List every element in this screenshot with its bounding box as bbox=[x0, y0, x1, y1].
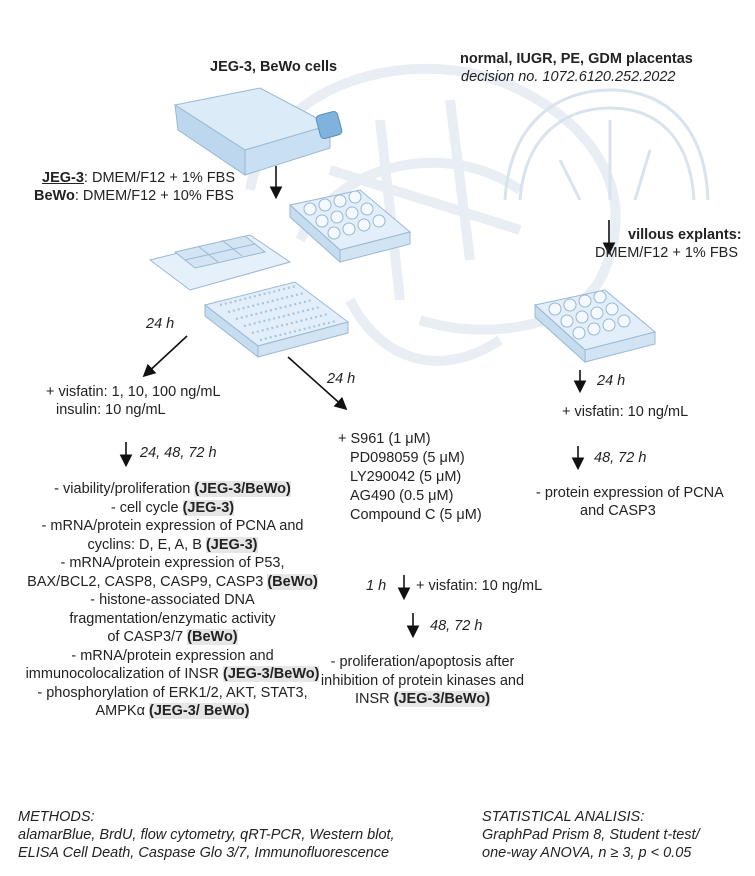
cell-line-tag: (BeWo) bbox=[267, 573, 318, 590]
assay-text: - histone-associated DNA bbox=[90, 592, 255, 608]
assay-line: AMPKα (JEG-3/ BeWo) bbox=[10, 702, 335, 721]
assay-line: cyclins: D, E, A, B (JEG-3) bbox=[10, 536, 335, 555]
assay-line: fragmentation/enzymatic activity bbox=[10, 610, 335, 629]
cells-title: JEG-3, BeWo cells bbox=[210, 59, 338, 75]
right-time-48-72: 48, 72 h bbox=[430, 618, 483, 634]
assay-text: BAX/BCL2, CASP8, CASP9, CASP3 bbox=[27, 573, 268, 590]
chamber-slide-illustration bbox=[148, 234, 292, 291]
arrow-to-right-branch bbox=[287, 356, 348, 411]
placentas-title: normal, IUGR, PE, GDM placentas bbox=[460, 51, 693, 67]
media-jeg3-name: JEG-3 bbox=[42, 170, 84, 186]
left-insulin: insulin: 10 ng/mL bbox=[56, 402, 166, 418]
assay-text: - viability/proliferation bbox=[54, 481, 195, 497]
assay-line: - mRNA/protein expression of P53, bbox=[10, 554, 335, 573]
right-result: - proliferation/apoptosis after inhibiti… bbox=[310, 653, 535, 709]
assay-line: - cell cycle (JEG-3) bbox=[10, 499, 335, 518]
inhibitor-item: LY290042 (5 μM) bbox=[350, 469, 462, 485]
cell-line-tag: (JEG-3) bbox=[205, 536, 258, 553]
well-plate-12-explants bbox=[533, 289, 657, 364]
inhibitor-list: + S961 (1 μM) PD098059 (5 μM) LY290042 (5 … bbox=[338, 430, 482, 525]
right-result-tag: (JEG-3/BeWo) bbox=[393, 691, 491, 707]
media-jeg3: JEG-3: DMEM/F12 + 1% FBS bbox=[42, 169, 235, 187]
cell-line-tag: (JEG-3) bbox=[182, 499, 235, 516]
right-result-line2: inhibition of protein kinases and bbox=[320, 672, 525, 689]
assay-text: AMPKα bbox=[95, 703, 150, 719]
assay-text: - mRNA/protein expression of P53, bbox=[60, 555, 285, 571]
assay-line: - phosphorylation of ERK1/2, AKT, STAT3, bbox=[10, 684, 335, 703]
inhibitor-item: + S961 (1 μM) bbox=[338, 431, 431, 447]
time-1h: 1 h bbox=[366, 578, 387, 594]
methods-line1: alamarBlue, BrdU, flow cytometry, qRT-PC… bbox=[18, 827, 395, 843]
media-bewo-rest: : DMEM/F12 + 10% FBS bbox=[74, 188, 234, 204]
arrow-to-left-branch bbox=[142, 335, 188, 378]
media-bewo: BeWo: DMEM/F12 + 10% FBS bbox=[34, 187, 234, 205]
stats-line1: GraphPad Prism 8, Student t-test/ bbox=[482, 827, 700, 843]
right-visfatin: + visfatin: 10 ng/mL bbox=[416, 578, 543, 594]
left-assay-list: - viability/proliferation (JEG-3/BeWo)- … bbox=[10, 480, 335, 721]
assay-text: of CASP3/7 bbox=[107, 629, 188, 645]
assay-line: - mRNA/protein expression and bbox=[10, 647, 335, 666]
assay-text: - phosphorylation of ERK1/2, AKT, STAT3, bbox=[37, 684, 308, 701]
methods-title: METHODS: bbox=[18, 809, 95, 825]
assay-text: - mRNA/protein expression and bbox=[71, 647, 274, 664]
explants-visfatin: + visfatin: 10 ng/mL bbox=[562, 404, 689, 420]
cell-line-tag: (JEG-3/ BeWo) bbox=[149, 703, 250, 719]
explants-title: villous explants: bbox=[628, 227, 742, 243]
cell-line-tag: (JEG-3/BeWo) bbox=[194, 481, 291, 497]
right-result-line1: - proliferation/apoptosis after bbox=[330, 654, 515, 670]
explants-result-2: and CASP3 bbox=[580, 503, 656, 519]
right-result-line3-text: INSR bbox=[354, 691, 394, 707]
inhibitor-item: AG490 (0.5 μM) bbox=[350, 488, 454, 504]
well-plate-96-illustration bbox=[203, 281, 350, 359]
assay-line: BAX/BCL2, CASP8, CASP9, CASP3 (BeWo) bbox=[10, 573, 335, 592]
stats-line2: one-way ANOVA, n ≥ 3, p < 0.05 bbox=[482, 845, 692, 861]
decision-number: decision no. 1072.6120.252.2022 bbox=[461, 69, 676, 85]
assay-line: of CASP3/7 (BeWo) bbox=[10, 628, 335, 647]
media-bewo-name: BeWo bbox=[34, 188, 75, 204]
left-visfatin: + visfatin: 1, 10, 100 ng/mL bbox=[46, 384, 221, 400]
well-plate-12-top bbox=[288, 189, 412, 264]
time-24h-left: 24 h bbox=[146, 316, 175, 332]
time-24h-right: 24 h bbox=[327, 371, 356, 387]
explants-result-1: - protein expression of PCNA bbox=[536, 485, 724, 501]
placenta-illustration bbox=[503, 88, 710, 201]
explants-time-24h: 24 h bbox=[597, 373, 626, 389]
inhibitor-item: PD098059 (5 μM) bbox=[350, 450, 465, 466]
cell-line-tag: (BeWo) bbox=[187, 629, 238, 645]
assay-text: immunocolocalization of INSR bbox=[25, 666, 224, 682]
explants-media: DMEM/F12 + 1% FBS bbox=[595, 245, 739, 261]
left-time: 24, 48, 72 h bbox=[140, 445, 217, 461]
assay-line: - viability/proliferation (JEG-3/BeWo) bbox=[10, 480, 335, 499]
assay-text: cyclins: D, E, A, B bbox=[87, 536, 206, 553]
media-jeg3-rest: : DMEM/F12 + 1% FBS bbox=[83, 170, 236, 186]
assay-text: fragmentation/enzymatic activity bbox=[69, 610, 276, 627]
explants-time-48-72: 48, 72 h bbox=[594, 450, 647, 466]
assay-line: immunocolocalization of INSR (JEG-3/BeWo… bbox=[10, 665, 335, 684]
assay-line: - histone-associated DNA bbox=[10, 591, 335, 610]
stats-title: STATISTICAL ANALISIS: bbox=[482, 809, 645, 825]
assay-text: - cell cycle bbox=[110, 499, 183, 516]
inhibitor-item: Compound C (5 μM) bbox=[350, 507, 482, 523]
culture-flask-illustration bbox=[173, 87, 343, 176]
methods-line2: ELISA Cell Death, Caspase Glo 3/7, Immun… bbox=[18, 845, 390, 861]
assay-text: - mRNA/protein expression of PCNA and bbox=[41, 518, 304, 534]
right-result-line3: INSR (JEG-3/BeWo) bbox=[310, 690, 535, 709]
assay-line: - mRNA/protein expression of PCNA and bbox=[10, 517, 335, 536]
cell-line-tag: (JEG-3/BeWo) bbox=[223, 666, 320, 682]
